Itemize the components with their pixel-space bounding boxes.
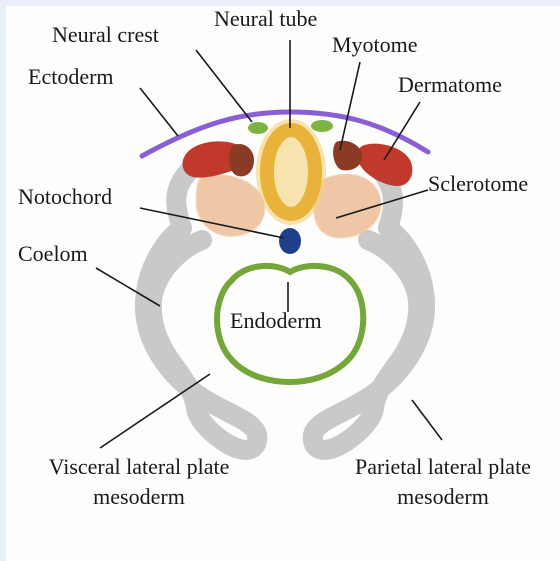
label-parietal-lateral-plate-mesoderm: Parietal lateral plate mesoderm xyxy=(330,454,556,510)
label-visceral-lateral-plate-mesoderm: Visceral lateral plate mesoderm xyxy=(24,454,254,510)
label-neural-tube: Neural tube xyxy=(214,6,317,32)
ectoderm-pointer xyxy=(140,88,178,136)
label-visceral-line-1: Visceral lateral plate xyxy=(24,454,254,480)
label-coelom: Coelom xyxy=(18,241,88,267)
label-dermatome: Dermatome xyxy=(398,72,502,98)
parietal-mesoderm-pointer xyxy=(412,400,442,440)
left-neural-crest xyxy=(248,122,268,134)
label-neural-crest: Neural crest xyxy=(52,22,159,48)
neural-crest-pointer xyxy=(196,50,252,122)
label-visceral-line-2: mesoderm xyxy=(24,484,254,510)
label-notochord: Notochord xyxy=(18,184,112,210)
notochord xyxy=(279,228,301,254)
label-ectoderm: Ectoderm xyxy=(28,64,114,90)
myotome-pointer xyxy=(340,62,360,150)
label-endoderm: Endoderm xyxy=(230,308,322,334)
label-myotome: Myotome xyxy=(332,32,418,58)
right-neural-crest xyxy=(311,120,333,132)
label-parietal-line-2: mesoderm xyxy=(330,484,556,510)
right-myotome xyxy=(333,141,362,171)
label-sclerotome: Sclerotome xyxy=(428,171,528,197)
left-myotome xyxy=(229,144,254,176)
label-parietal-line-1: Parietal lateral plate xyxy=(330,454,556,480)
